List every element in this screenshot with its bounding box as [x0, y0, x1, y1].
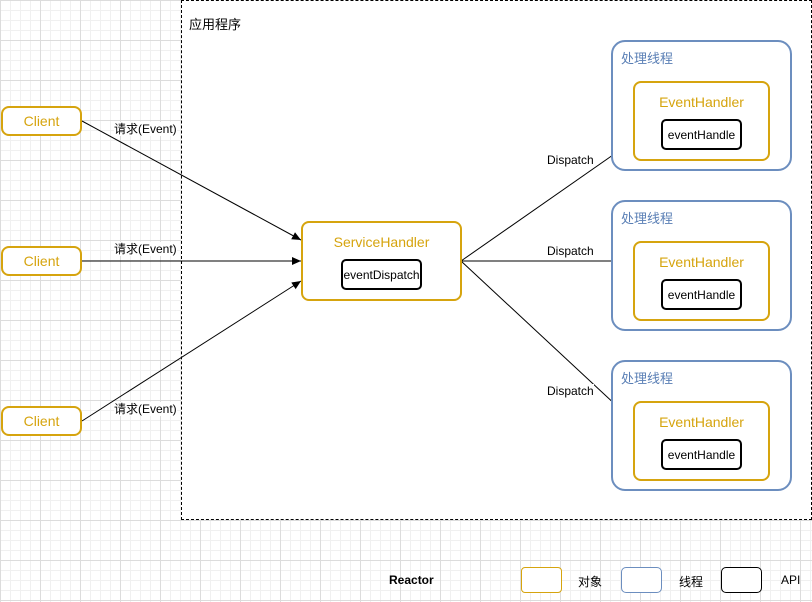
event-handler-node-1[interactable]: EventHandler	[633, 81, 770, 161]
edge-label-request-1: 请求(Event)	[114, 122, 177, 136]
legend-api-label: API	[781, 573, 801, 587]
service-handler-label: ServiceHandler	[333, 234, 430, 250]
edge-label-dispatch-2: Dispatch	[547, 244, 594, 258]
event-handler-label-3: EventHandler	[659, 414, 744, 430]
event-handle-api-3[interactable]: eventHandle	[661, 439, 742, 470]
event-handle-api-2[interactable]: eventHandle	[661, 279, 742, 310]
thread-title-1: 处理线程	[621, 51, 674, 66]
edge-label-request-2: 请求(Event)	[114, 242, 177, 256]
application-frame-title: 应用程序	[189, 17, 242, 32]
legend-thread-label: 线程	[679, 575, 704, 589]
edge-label-request-3: 请求(Event)	[114, 402, 177, 416]
event-handle-api-1[interactable]: eventHandle	[661, 119, 742, 150]
event-handler-label-2: EventHandler	[659, 254, 744, 270]
client-node-1[interactable]: Client	[1, 106, 82, 136]
thread-title-2: 处理线程	[621, 211, 674, 226]
client-node-2[interactable]: Client	[1, 246, 82, 276]
legend-object-label: 对象	[578, 575, 603, 589]
legend-title: Reactor	[389, 573, 434, 587]
event-dispatch-api[interactable]: eventDispatch	[341, 259, 422, 290]
legend-thread-swatch	[621, 567, 662, 593]
client-node-3[interactable]: Client	[1, 406, 82, 436]
event-handler-label-1: EventHandler	[659, 94, 744, 110]
legend-object-swatch	[521, 567, 562, 593]
thread-title-3: 处理线程	[621, 371, 674, 386]
edge-label-dispatch-1: Dispatch	[547, 153, 594, 167]
edge-label-dispatch-3: Dispatch	[547, 384, 594, 398]
legend-api-swatch	[721, 567, 762, 593]
